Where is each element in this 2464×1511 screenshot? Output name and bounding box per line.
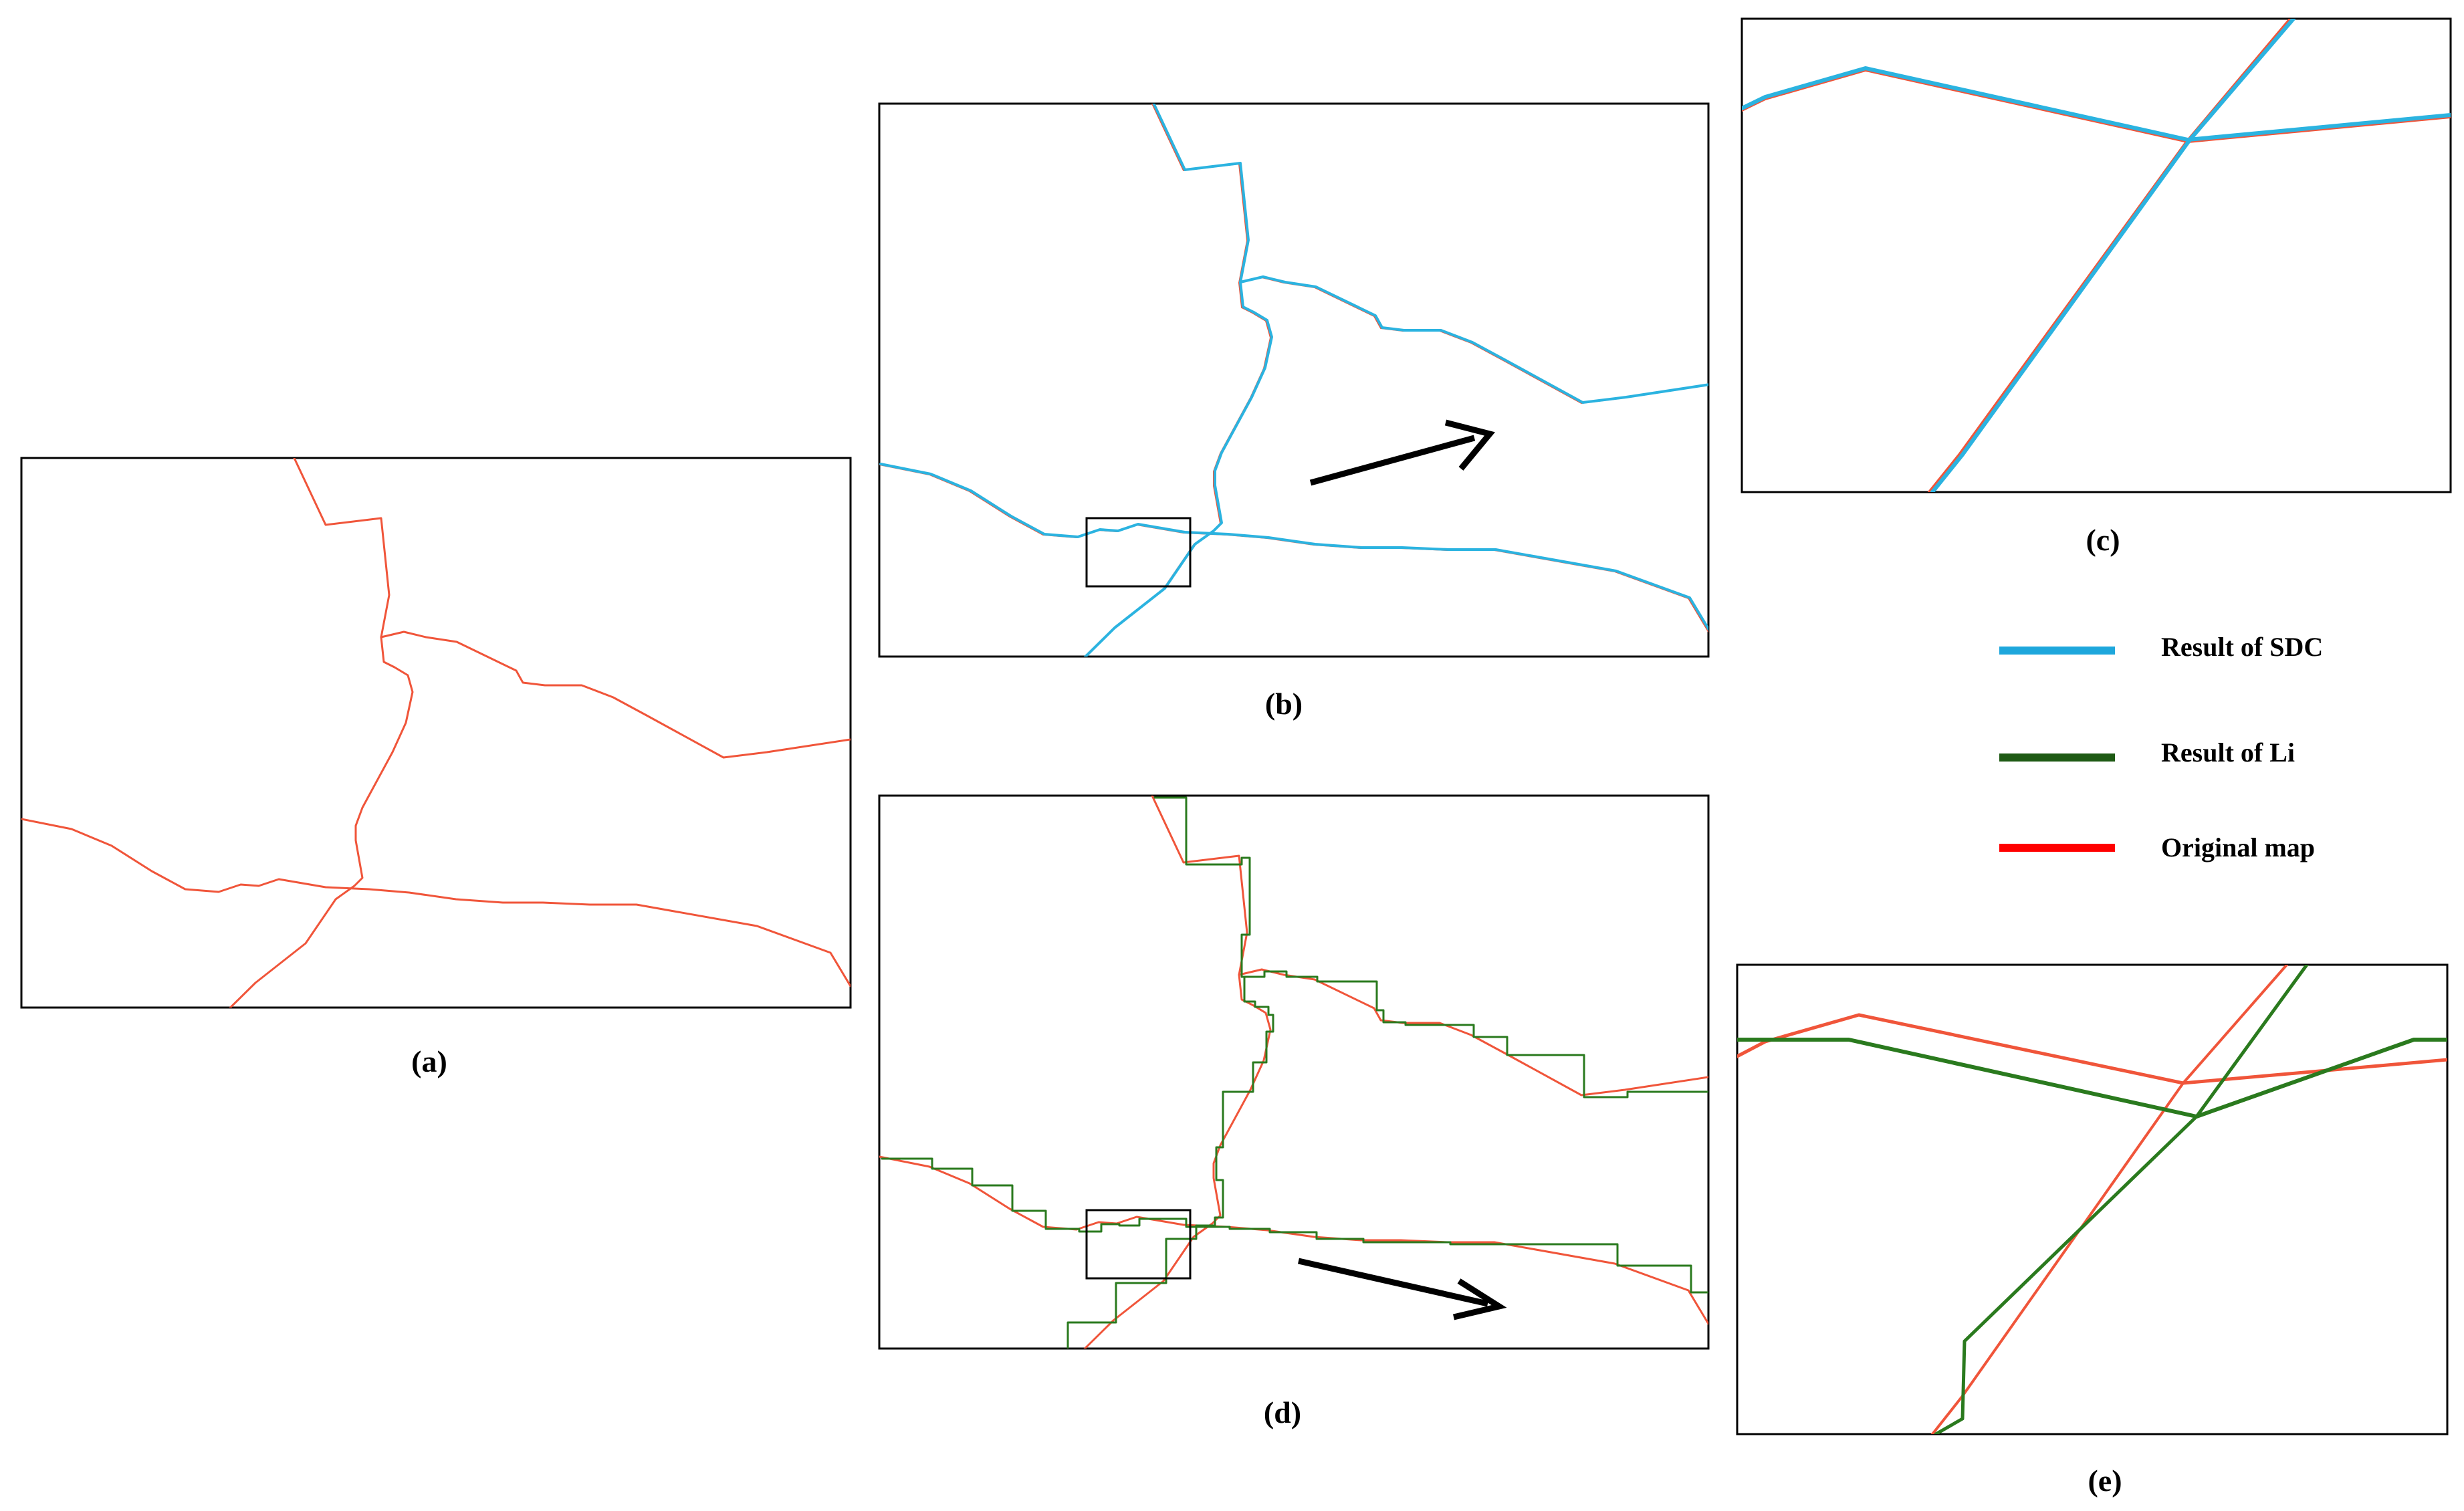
panel-e-frame (1736, 963, 2449, 1435)
road-original-north (1151, 796, 1708, 1096)
panel-c (1741, 17, 2452, 493)
zoom-original-ns (1931, 965, 2288, 1434)
road-original-west (21, 818, 851, 987)
panel-d-roads (879, 796, 1708, 1349)
legend: Result of SDC Result of Li Original map (1999, 632, 2323, 862)
road-original-north (293, 458, 851, 759)
panel-c-roads (1742, 19, 2451, 492)
caption-a: (a) (411, 1044, 447, 1078)
panel-a-frame (20, 457, 852, 1009)
road-sdc-west (879, 463, 1708, 632)
panel-b (878, 102, 1710, 658)
legend-label-sdc: Result of SDC (2161, 632, 2323, 662)
legend-label-original: Original map (2161, 832, 2315, 862)
legend-label-li: Result of Li (2161, 737, 2295, 768)
panel-d (878, 794, 1710, 1350)
panel-d-zoom-box (1085, 1209, 1192, 1280)
zoom-sdc-ns (1930, 19, 2295, 492)
panel-b-arrow (1309, 419, 1495, 486)
legend-item-original: Original map (1999, 832, 2315, 862)
caption-d: (d) (1264, 1395, 1301, 1429)
panel-b-zoom-box (1085, 517, 1192, 588)
road-sdc-trunk (1083, 281, 1273, 657)
road-original-trunk (1083, 973, 1272, 1349)
panel-c-frame (1741, 17, 2452, 493)
road-li-north (1153, 796, 1708, 1098)
panel-d-frame (878, 794, 1710, 1350)
legend-item-li: Result of Li (1999, 737, 2295, 768)
road-li-trunk (1067, 975, 1274, 1349)
panel-d-arrow (1298, 1258, 1507, 1320)
panel-e (1736, 963, 2449, 1435)
panel-a-roads (21, 458, 851, 1008)
zoom-sdc-ew (1742, 66, 2451, 142)
panel-a (20, 457, 852, 1009)
caption-c: (c) (2086, 523, 2120, 557)
panel-b-frame (878, 102, 1710, 658)
zoom-li-ns (1934, 965, 2309, 1434)
road-original-trunk (229, 636, 414, 1008)
road-li-west (881, 1157, 1708, 1294)
zoom-original-ew (1737, 1013, 2447, 1085)
caption-e: (e) (2088, 1464, 2122, 1498)
legend-item-sdc: Result of SDC (1999, 632, 2323, 662)
panel-e-roads (1737, 965, 2447, 1434)
caption-b: (b) (1265, 687, 1303, 721)
road-sdc-north (1152, 104, 1708, 404)
panel-b-roads (879, 104, 1708, 657)
